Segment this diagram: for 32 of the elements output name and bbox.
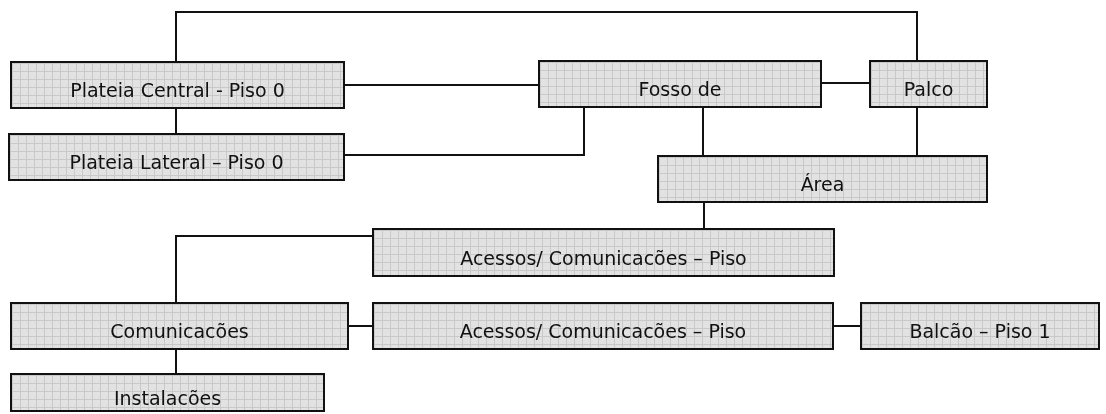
connector-line xyxy=(344,107,585,156)
process-box xyxy=(10,302,349,350)
box-label: Acessos/ Comunicacões – Piso xyxy=(459,321,747,342)
box-label: Acessos/ Comunicacões – Piso xyxy=(460,248,747,269)
box-label: Área xyxy=(800,174,845,195)
box-label: Plateia Lateral – Piso 0 xyxy=(69,152,284,173)
connector-line xyxy=(348,325,373,327)
process-box xyxy=(538,60,822,108)
process-box xyxy=(10,61,345,109)
process-box xyxy=(869,60,988,108)
box-label: Plateia Central - Piso 0 xyxy=(70,80,285,101)
box-label: Fosso de xyxy=(638,79,722,100)
connector-line xyxy=(175,235,373,303)
process-box xyxy=(657,155,988,203)
process-box xyxy=(8,133,345,181)
connector-line xyxy=(175,11,918,62)
connector-line xyxy=(821,82,870,84)
connector-line xyxy=(916,107,918,156)
connector-line xyxy=(175,349,177,374)
connector-line xyxy=(833,325,861,327)
process-box xyxy=(372,228,835,277)
connector-line xyxy=(344,84,539,86)
box-label: Balcão – Piso 1 xyxy=(909,321,1051,342)
connector-line xyxy=(175,108,177,134)
process-box xyxy=(372,302,834,350)
connector-line xyxy=(703,202,705,229)
box-label: Instalacões xyxy=(113,388,222,409)
connector-line xyxy=(702,107,704,156)
box-label: Comunicacões xyxy=(110,321,249,342)
process-box xyxy=(10,373,325,412)
box-label: Palco xyxy=(903,79,954,100)
process-box xyxy=(860,302,1100,350)
